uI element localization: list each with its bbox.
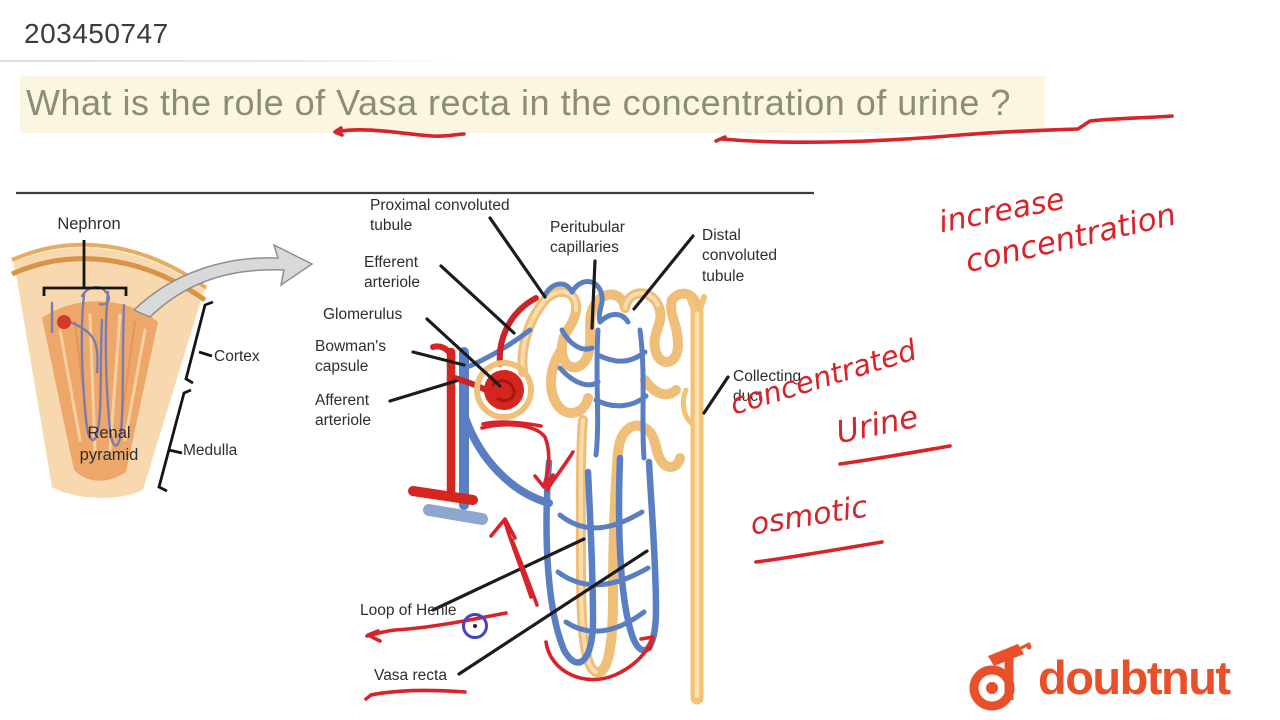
doubtnut-logo-icon xyxy=(969,642,1032,711)
urine-underline xyxy=(838,444,952,466)
label-glomerulus: Glomerulus xyxy=(323,306,403,323)
label-proximal-convoluted-tubule: Proximal convoluted tubule xyxy=(370,197,510,235)
label-afferent-arteriole: Afferent arteriole xyxy=(315,392,371,430)
title-underline-concentration-urine xyxy=(720,114,1174,145)
nephron-bracket xyxy=(42,240,128,296)
label-renal-pyramid: Renal pyramid xyxy=(79,424,139,464)
label-loop-of-henle: Loop of Henle xyxy=(360,602,457,619)
collecting-duct-art xyxy=(680,294,707,705)
doubtnut-logo: doubtnut xyxy=(966,640,1231,716)
bowmans-capsule-art xyxy=(474,360,534,420)
label-peritubular-capillaries: Peritubular capillaries xyxy=(550,219,625,257)
label-cortex: Cortex xyxy=(214,348,260,365)
question-title: What is the role of Vasa recta in the co… xyxy=(20,76,1045,133)
question-id: 203450747 xyxy=(24,18,169,49)
label-nephron: Nephron xyxy=(57,215,121,233)
kidney-wedge-art xyxy=(10,240,314,498)
osmotic-underline xyxy=(754,540,884,564)
zoom-arrow-icon xyxy=(132,243,314,318)
doubtnut-wordmark: doubtnut xyxy=(1038,651,1231,704)
vasa-label-underline xyxy=(364,688,467,701)
label-vasa-recta: Vasa recta xyxy=(374,667,447,684)
cursor-dot xyxy=(473,624,477,628)
mini-glomerulus-dot xyxy=(57,315,71,329)
label-distal-convoluted-tubule: Distal convoluted tubule xyxy=(702,227,777,285)
nephron-diagram-art xyxy=(408,279,707,705)
ink-dash-glomerulus xyxy=(481,420,543,428)
header-divider xyxy=(0,60,460,62)
cortex-medulla-bracket xyxy=(157,300,214,493)
mouse-cursor xyxy=(462,613,488,639)
ink-arrow-curve-bottom xyxy=(544,635,655,682)
label-bowmans-capsule: Bowman's capsule xyxy=(315,338,387,376)
ink-arrow-up-2 xyxy=(510,538,539,607)
label-medulla: Medulla xyxy=(183,442,238,459)
title-underline-vasa-recta xyxy=(334,128,466,139)
ink-arrow-down-extra xyxy=(545,450,575,492)
mini-nephron-art xyxy=(50,285,126,447)
label-collecting-duct: Collecting duct xyxy=(733,368,802,406)
ink-arrow-down xyxy=(480,422,555,489)
leader-lines xyxy=(388,216,730,676)
label-efferent-arteriole: Efferent arteriole xyxy=(364,254,420,292)
ink-arrow-up-1 xyxy=(489,517,533,599)
